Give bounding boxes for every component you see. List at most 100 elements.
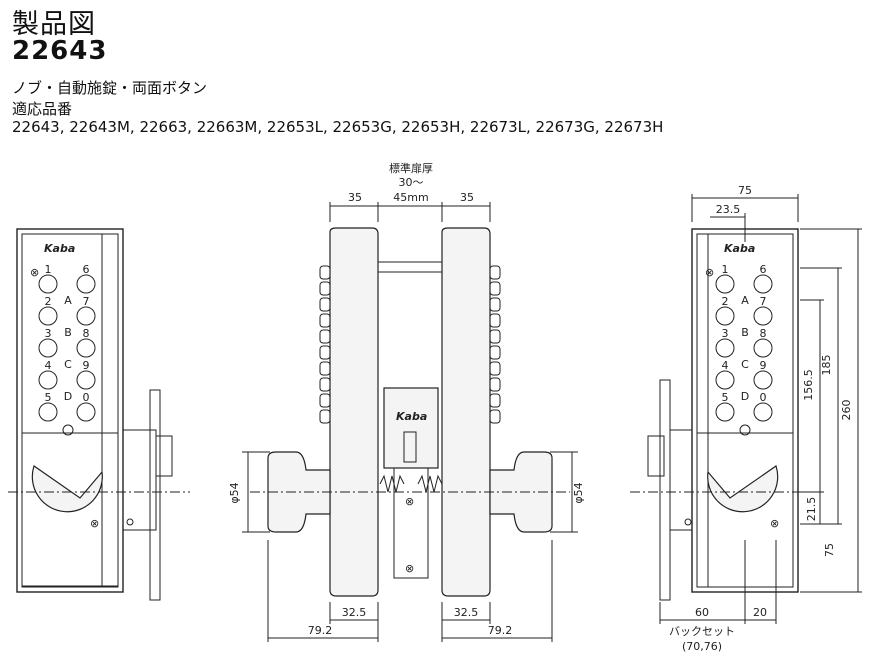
keypad-button[interactable] xyxy=(76,402,96,422)
keypad-button[interactable] xyxy=(76,338,96,358)
keypad-button[interactable] xyxy=(753,274,773,294)
keypad-letter: B xyxy=(741,326,749,339)
keypad-button[interactable] xyxy=(76,306,96,326)
back-brand-logo: Kaba xyxy=(724,242,755,255)
keypad-letter: C xyxy=(64,358,72,371)
side-brand-logo: Kaba xyxy=(396,410,427,423)
side-view: 標準扉厚 30〜 45mm 35 35 Kaba ⊗ ⊗ xyxy=(228,161,585,642)
keypad-button[interactable] xyxy=(715,402,735,422)
keypad-letter: B xyxy=(64,326,72,339)
side-buttons-right xyxy=(489,265,501,424)
keypad-button[interactable] xyxy=(38,274,58,294)
side-button xyxy=(489,265,501,280)
back-width: 75 xyxy=(738,184,752,197)
applicable-label: 適応品番 xyxy=(12,100,73,118)
keypad-button[interactable] xyxy=(715,338,735,358)
side-button xyxy=(319,361,331,376)
front-screw-icon-2: ⊗ xyxy=(90,517,99,530)
edge-dim: 20 xyxy=(753,606,767,619)
applicable-models: 22643, 22643M, 22663, 22663M, 22653L, 22… xyxy=(12,118,664,136)
keypad-label: 4 xyxy=(45,359,52,372)
right-knob-diameter: φ54 xyxy=(572,482,585,503)
latch-screw-icon: ⊗ xyxy=(405,495,414,508)
keypad-button[interactable] xyxy=(38,338,58,358)
page-title: 製品図 xyxy=(12,9,96,40)
left-knob-diameter: φ54 xyxy=(228,482,241,503)
keypad-label: 2 xyxy=(722,295,729,308)
right-proj-inner: 32.5 xyxy=(454,606,479,619)
keypad-label: 0 xyxy=(760,391,767,404)
side-button xyxy=(319,377,331,392)
keypad-button[interactable] xyxy=(76,370,96,390)
dim-right-35: 35 xyxy=(460,191,474,204)
side-button xyxy=(319,393,331,408)
back-height-upper: 185 xyxy=(820,355,833,376)
side-button xyxy=(319,265,331,280)
latch-screw-icon-2: ⊗ xyxy=(405,562,414,575)
product-description: ノブ・自動施錠・両面ボタン xyxy=(12,79,208,97)
keypad-label: 7 xyxy=(83,295,90,308)
front-brand-logo: Kaba xyxy=(44,242,75,255)
keypad-button[interactable] xyxy=(753,338,773,358)
backset-label: バックセット xyxy=(669,625,735,638)
dim-left-35: 35 xyxy=(348,191,362,204)
keypad-small-button[interactable] xyxy=(739,424,751,436)
front-escutcheon xyxy=(16,228,124,593)
side-button xyxy=(489,329,501,344)
keypad-label: 9 xyxy=(760,359,767,372)
back-offset: 23.5 xyxy=(716,203,741,216)
keypad-label: 1 xyxy=(722,263,729,276)
side-button xyxy=(319,281,331,296)
keypad-button[interactable] xyxy=(38,402,58,422)
back-knob xyxy=(707,465,779,513)
backset-options: (70,76) xyxy=(682,640,722,653)
side-button xyxy=(319,297,331,312)
back-height-keys: 156.5 xyxy=(802,369,815,401)
left-proj-outer: 79.2 xyxy=(308,624,333,637)
keypad-letter: A xyxy=(64,294,72,307)
keypad-button[interactable] xyxy=(753,402,773,422)
latch-plate xyxy=(393,467,429,579)
keypad-label: 7 xyxy=(760,295,767,308)
side-buttons-left xyxy=(319,265,331,424)
door-thickness-range: 30〜 xyxy=(399,176,424,189)
back-height-small: 21.5 xyxy=(805,497,818,522)
keypad-label: 1 xyxy=(45,263,52,276)
side-button xyxy=(319,409,331,424)
keypad-button[interactable] xyxy=(38,306,58,326)
side-button xyxy=(489,393,501,408)
keypad-label: 6 xyxy=(83,263,90,276)
keypad-button[interactable] xyxy=(715,306,735,326)
side-button xyxy=(489,345,501,360)
front-side-plate xyxy=(149,389,161,601)
back-height-lower: 75 xyxy=(823,543,836,557)
back-screw-icon: ⊗ xyxy=(705,266,714,279)
keypad-button[interactable] xyxy=(753,370,773,390)
keypad-button[interactable] xyxy=(76,274,96,294)
side-button xyxy=(489,297,501,312)
keypad-label: 3 xyxy=(45,327,52,340)
keypad-label: 2 xyxy=(45,295,52,308)
door-thickness-range-2: 45mm xyxy=(393,191,428,204)
keypad-letter: D xyxy=(64,390,72,403)
keypad-button[interactable] xyxy=(715,370,735,390)
keypad-button[interactable] xyxy=(715,274,735,294)
latch-housing xyxy=(383,387,439,469)
backset-dim: 60 xyxy=(695,606,709,619)
keypad-small-button[interactable] xyxy=(62,424,74,436)
keypad-letter: D xyxy=(741,390,749,403)
side-button xyxy=(319,313,331,328)
keypad-button[interactable] xyxy=(753,306,773,326)
door-thickness-label: 標準扉厚 xyxy=(389,161,433,175)
left-proj-inner: 32.5 xyxy=(342,606,367,619)
keypad-label: 6 xyxy=(760,263,767,276)
model-number: 22643 xyxy=(12,36,108,66)
keypad-button[interactable] xyxy=(38,370,58,390)
side-button xyxy=(489,409,501,424)
keypad-label: 8 xyxy=(760,327,767,340)
keypad-letter: A xyxy=(741,294,749,307)
